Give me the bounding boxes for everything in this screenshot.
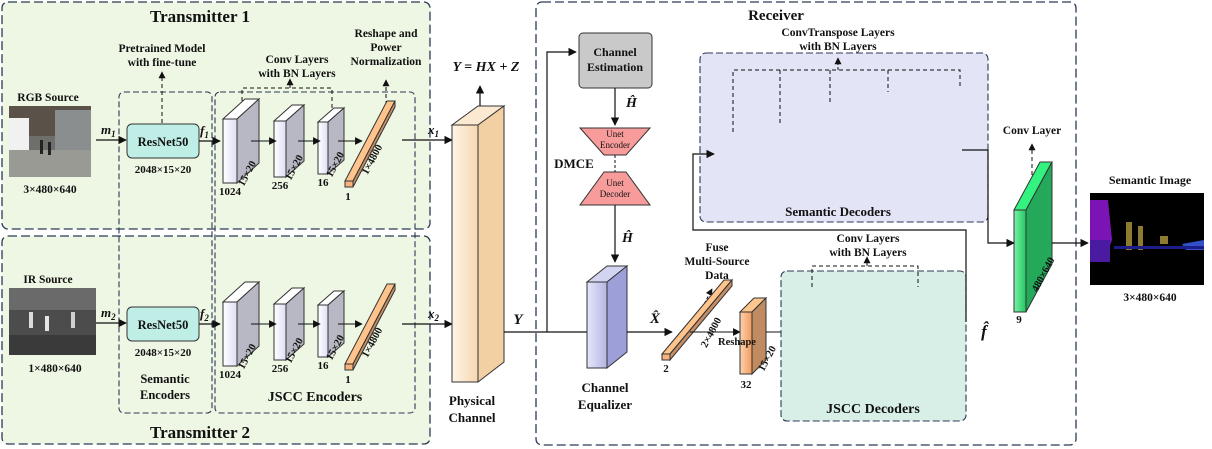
tx1-encoder-layer-4-channels: 1 [345,191,351,203]
rgb-source-label: RGB Source [17,92,78,104]
final-conv-channels: 9 [1016,314,1022,326]
receiver-title: Receiver [748,8,804,24]
reshaped-channels: 32 [741,379,753,391]
reshape-small-label: Reshape [718,337,756,348]
resnet50-dims-1: 2048×15×20 [135,164,192,176]
f2-label: f2 [200,306,209,323]
jscc-decoders-panel [780,270,967,422]
transmitter-2-panel [1,235,431,445]
transmitter-2-title: Transmitter 2 [150,423,250,442]
conv-layer-label: Conv Layer [1003,125,1061,137]
rgb-source-image [9,106,91,177]
y-label: Y [513,312,524,328]
tx2-encoder-layer-2 [272,286,306,362]
fused-channels: 2 [663,363,669,375]
transmitter-1-title: Transmitter 1 [150,7,250,26]
x1-label: x1 [427,122,439,139]
fused-data-bar [660,278,734,362]
tx1-encoder-layer-1-channels: 1024 [219,186,242,198]
jscc-encoders-group [214,91,416,414]
x-hat-label: X̂ [649,309,661,327]
resnet50-label-1: ResNet50 [138,135,189,149]
tx2-encoder-layer-3 [316,289,346,359]
physical-channel-block [450,105,506,384]
h-hat-label-bottom: Ĥ [621,229,634,246]
semantic-decoders-panel [699,52,989,223]
ir-source-dims: 1×480×640 [28,363,82,375]
unet-decoder-shape [579,171,651,206]
channel-equalizer-block [585,264,629,370]
jscc-decoders-label: JSCC Decoders [826,402,920,417]
tx2-encoder-layer-3-channels: 16 [318,360,330,372]
f-hat-label: f̂ [981,321,989,341]
tx2-encoder-layer-1-channels: 1024 [219,369,242,381]
tx1-encoder-reshape-bar [344,100,396,188]
m1-label: m1 [101,122,116,139]
semantic-encoders-group [118,91,213,414]
resnet50-label-2: ResNet50 [138,318,189,332]
tx1-encoder-layer-2-channels: 256 [272,180,289,192]
jscc-encoders-label: JSCC Encoders [268,390,363,405]
tx1-encoder-layer-1 [221,97,261,185]
unet-encoder-shape [578,127,652,156]
f1-label: f1 [200,123,209,140]
ir-source-label: IR Source [23,274,72,286]
m2-label: m2 [101,305,116,322]
receiver-panel [535,1,1077,446]
resnet50-dims-2: 2048×15×20 [135,347,192,359]
tx1-encoder-layer-2 [272,103,306,179]
tx2-encoder-reshape-bar [344,283,396,371]
channel-equation: Y = HX + Z [453,60,520,75]
tx1-encoder-layer-3 [316,106,346,176]
semantic-image-dims: 3×480×640 [1123,292,1177,304]
reshaped-block [738,296,768,376]
tx2-encoder-layer-4-channels: 1 [345,374,351,386]
tx2-encoder-layer-1 [221,280,261,368]
semantic-image [1090,193,1204,285]
x2-label: x2 [427,306,440,323]
tx1-encoder-layer-3-channels: 16 [318,177,330,189]
tx2-encoder-layer-2-channels: 256 [272,363,289,375]
semantic-image-label: Semantic Image [1109,173,1192,187]
h-hat-label-top: Ĥ [625,94,638,111]
final-conv-block [1013,161,1053,313]
dmce-label: DMCE [554,156,594,171]
semantic-decoders-label: Semantic Decoders [785,204,891,219]
ir-source-image [9,288,96,355]
rgb-source-dims: 3×480×640 [23,184,77,196]
